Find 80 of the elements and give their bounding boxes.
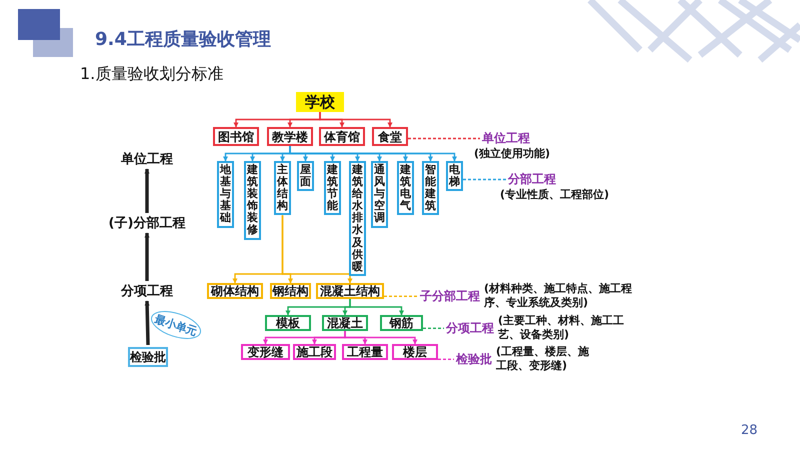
- arrow: [144, 232, 150, 281]
- arrow: [282, 215, 352, 284]
- node-label: 图书馆: [218, 130, 254, 142]
- division-box: [349, 161, 366, 276]
- division-box: [371, 161, 388, 228]
- building-box: [319, 127, 365, 146]
- node-label: 教学楼: [272, 130, 308, 142]
- node-label: 砌体结构: [211, 285, 259, 297]
- node-label: 通风与空调: [374, 164, 385, 224]
- subdivision-box: [316, 283, 384, 299]
- batch-box: [392, 344, 438, 360]
- leader-line: [463, 178, 506, 180]
- node-label: 食堂: [378, 130, 402, 142]
- node-label: 混凝土: [327, 317, 363, 329]
- root-box: [296, 92, 344, 112]
- node-label: 地基与基础: [220, 164, 231, 224]
- level-note: (专业性质、工程部位): [500, 188, 610, 202]
- level-label: 单位工程: [482, 130, 530, 147]
- level-note: (材料种类、施工特点、施工程序、专业系统及类别): [484, 282, 634, 311]
- leader-line: [438, 358, 454, 360]
- node-label: 主体结构: [277, 164, 288, 212]
- node-label: 屋面: [300, 164, 311, 188]
- node-label: 单位工程: [121, 152, 173, 166]
- arrow: [319, 112, 392, 128]
- division-box: [297, 161, 314, 192]
- batch-box: [293, 344, 336, 360]
- arrow: [144, 300, 150, 346]
- batch-box: [241, 344, 290, 360]
- batch-box: [342, 344, 388, 360]
- node-label: 建筑装饰装修: [247, 164, 258, 237]
- node-label: 混凝土结构: [320, 285, 380, 297]
- node-label: 电梯: [449, 164, 460, 188]
- arrow: [349, 299, 404, 316]
- level-label: 分项工程: [446, 320, 494, 337]
- arrow: [144, 168, 150, 213]
- level-label: 分部工程: [508, 171, 556, 188]
- subdivision-box: [207, 283, 263, 299]
- node-label: 变形缝: [248, 346, 284, 358]
- subheading: 1.质量验收划分标准: [80, 64, 224, 85]
- arrow: [344, 331, 418, 344]
- building-box: [213, 127, 259, 146]
- node-label: 分项工程: [121, 284, 173, 298]
- node-label: 工程量: [347, 346, 383, 358]
- division-box: [422, 161, 439, 216]
- node-label: 钢结构: [272, 285, 308, 297]
- node-label: (子)分部工程: [108, 216, 186, 230]
- division-box: [217, 161, 234, 228]
- level-note: (独立使用功能): [474, 147, 550, 162]
- node-label: 建筑电气: [400, 164, 411, 212]
- node-label: 检验批: [130, 351, 166, 363]
- item-box: [380, 315, 423, 331]
- leader-line: [408, 138, 480, 140]
- page-number: 28: [741, 423, 758, 438]
- building-box: [372, 127, 408, 146]
- node-label: 钢筋: [390, 317, 414, 329]
- leader-line: [384, 296, 418, 297]
- division-box: [274, 161, 291, 216]
- division-box: [244, 161, 261, 240]
- division-box: [324, 161, 341, 216]
- leader-line: [423, 328, 444, 329]
- node-label: 最小单元: [153, 312, 199, 338]
- slide-title: 9.4工程质量验收管理: [95, 28, 271, 51]
- node-label: 智能建筑: [425, 164, 436, 212]
- division-box: [397, 161, 414, 216]
- node-label: 学校: [305, 94, 335, 110]
- node-label: 楼层: [403, 346, 427, 358]
- item-box: [265, 315, 311, 331]
- level-note: (主要工种、材料、施工工艺、设备类别): [498, 314, 626, 343]
- node-label: 体育馆: [324, 130, 360, 142]
- item-box: [322, 315, 368, 331]
- level-note: (工程量、楼层、施工段、变形缝): [496, 345, 590, 374]
- node-label: 建筑给水排水及供暖: [352, 164, 363, 273]
- division-box: [446, 161, 463, 192]
- node-label: 施工段: [296, 346, 332, 358]
- node-label: 模板: [276, 317, 300, 329]
- level-label: 检验批: [456, 350, 492, 368]
- node-label: 建筑节能: [327, 164, 338, 212]
- level-label: 子分部工程: [420, 288, 480, 305]
- building-box: [267, 127, 313, 146]
- batch-box: [128, 347, 168, 367]
